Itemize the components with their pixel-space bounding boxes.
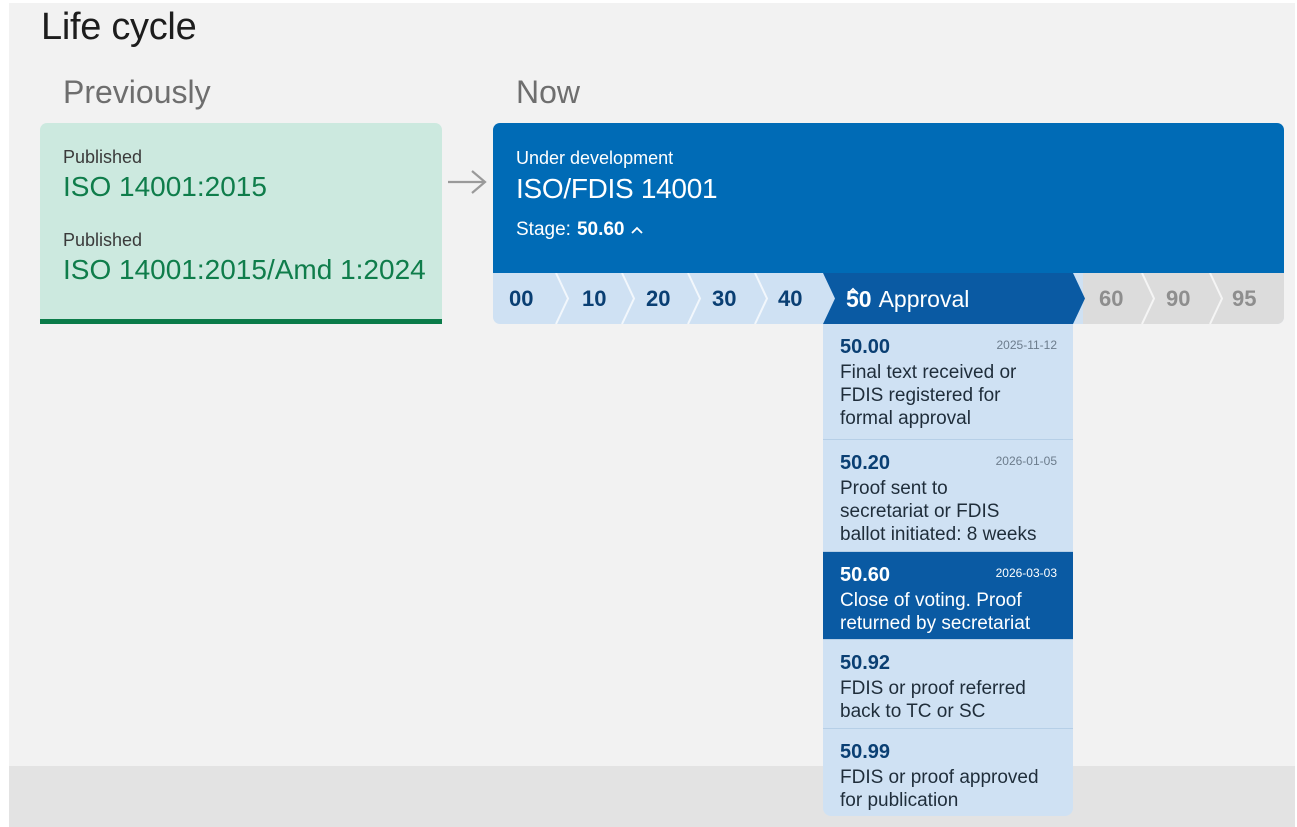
stage-95[interactable]: 95 <box>1232 286 1257 311</box>
now-card: Under development ISO/FDIS 14001 Stage: … <box>493 123 1284 273</box>
substage-description-line: FDIS registered for <box>840 385 1001 406</box>
substage-item[interactable]: 50.99 FDIS or proof approved for publica… <box>823 729 1073 816</box>
stage-future-bg <box>1083 273 1284 324</box>
substage-date: 2025-11-12 <box>996 338 1058 352</box>
substage-description: FDIS or proof approved for publication <box>840 766 1056 812</box>
chevron-right-icon <box>1209 273 1224 324</box>
substage-description-line: Proof sent to <box>840 478 948 499</box>
substage-list: 50.00 2025-11-12 Final text received or … <box>823 324 1073 816</box>
stage-60[interactable]: 60 <box>1099 286 1124 311</box>
substage-code: 50.20 <box>840 452 891 474</box>
substage-description-line: ballot initiated: 8 weeks <box>840 524 1037 545</box>
stage-value: 50.60 <box>576 219 625 240</box>
substage-item[interactable]: 50.00 2025-11-12 Final text received or … <box>823 324 1073 440</box>
substage-description-line: returned by secretariat <box>840 613 1031 634</box>
substage-code: 50.99 <box>840 741 891 763</box>
substage-description: Final text received or FDIS registered f… <box>840 361 1056 430</box>
substage-code: 50.60 <box>840 564 891 586</box>
stage-00[interactable]: 00 <box>509 286 534 311</box>
previously-card: Published ISO 14001:2015 Published ISO 1… <box>40 123 442 324</box>
previous-status-1: Published <box>63 147 143 167</box>
previously-heading: Previously <box>63 74 211 110</box>
chevron-right-icon <box>687 273 702 324</box>
lifecycle-panel <box>9 3 1295 766</box>
substage-date: 2026-01-05 <box>995 454 1057 468</box>
substage-code: 50.92 <box>840 652 891 674</box>
substage-description-line: for publication <box>840 790 959 811</box>
chevron-right-icon <box>555 273 570 324</box>
stage-bar-shapes <box>493 273 1284 324</box>
substage-description-line: FDIS or proof approved <box>840 767 1039 788</box>
chevron-up-icon <box>631 226 644 234</box>
chevron-right-icon <box>621 273 636 324</box>
footer-band <box>9 766 1295 827</box>
now-status: Under development <box>516 148 674 168</box>
substage-description: Close of voting. Proof returned by secre… <box>840 589 1056 635</box>
stage-50-toggle[interactable]: 50 Approval <box>846 286 969 313</box>
substage-description-line: Close of voting. Proof <box>840 590 1022 611</box>
substage-item[interactable]: 50.20 2026-01-05 Proof sent to secretari… <box>823 440 1073 552</box>
stage-bar: 00 10 20 30 40 50 Approval 60 90 95 <box>493 273 1284 324</box>
substage-description-line: FDIS or proof referred <box>840 678 1026 699</box>
stage-90[interactable]: 90 <box>1166 286 1191 311</box>
substage-description-line: secretariat or FDIS <box>840 501 1000 522</box>
chevron-right-icon <box>754 273 769 324</box>
substage-item-current[interactable]: 50.60 2026-03-03 Close of voting. Proof … <box>823 552 1073 640</box>
stage-30[interactable]: 30 <box>712 286 737 311</box>
previous-reference-link-2[interactable]: ISO 14001:2015/Amd 1:2024 <box>63 254 426 285</box>
stage-toggle[interactable]: Stage: 50.60 <box>516 219 644 241</box>
page-title: Life cycle <box>41 6 197 48</box>
arrow-right-icon <box>448 170 487 194</box>
stage-10[interactable]: 10 <box>582 286 607 311</box>
previous-reference-link-1[interactable]: ISO 14001:2015 <box>63 171 267 202</box>
chevron-right-icon <box>1141 273 1156 324</box>
now-reference: ISO/FDIS 14001 <box>516 173 718 204</box>
active-stage-name: Approval <box>878 286 970 312</box>
substage-description-line: back to TC or SC <box>840 701 986 722</box>
stage-prefix: Stage: <box>516 219 571 240</box>
substage-item[interactable]: 50.92 FDIS or proof referred back to TC … <box>823 640 1073 729</box>
substage-description: Proof sent to secretariat or FDIS ballot… <box>840 477 1056 546</box>
stage-20[interactable]: 20 <box>646 286 671 311</box>
substage-description-line: Final text received or <box>840 362 1017 383</box>
substage-description-line: formal approval <box>840 408 971 429</box>
substage-description: FDIS or proof referred back to TC or SC <box>840 677 1056 723</box>
stage-40[interactable]: 40 <box>778 286 803 311</box>
now-heading: Now <box>516 74 581 110</box>
stage-active-bg <box>823 273 1085 324</box>
active-stage-code: 50 <box>846 286 872 312</box>
previous-status-2: Published <box>63 230 143 250</box>
substage-date: 2026-03-03 <box>995 566 1057 580</box>
substage-code: 50.00 <box>840 336 891 358</box>
chevron-up-icon <box>847 287 859 295</box>
